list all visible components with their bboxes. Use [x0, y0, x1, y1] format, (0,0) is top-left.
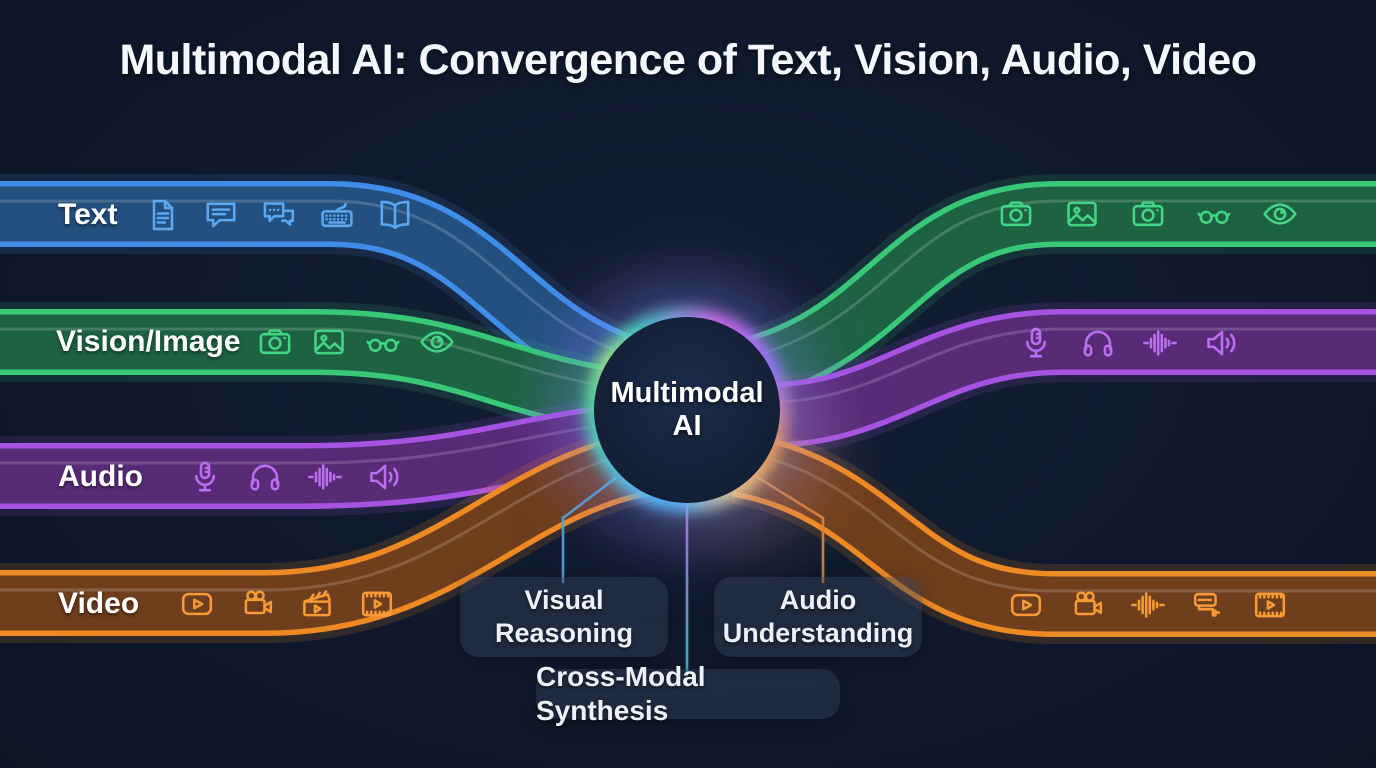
visual-reasoning-connector: [561, 475, 618, 583]
microphone-icon: [1018, 325, 1054, 361]
camera-icon: [1130, 196, 1166, 232]
headphones-icon: [247, 459, 283, 495]
play-button-icon: [1008, 587, 1044, 623]
multimodal-ai-label: Multimodal AI: [610, 376, 764, 442]
video-band-label: Video: [58, 586, 140, 620]
vision-output-band: [998, 180, 1298, 248]
video-output-band: [1008, 572, 1288, 638]
audio-understanding-label: Audio Understanding: [714, 577, 922, 657]
microphone-icon: [187, 459, 223, 495]
vision-input-band: Vision/Image: [0, 310, 455, 374]
glasses-icon: [1196, 196, 1232, 232]
video-input-band: Video: [0, 572, 395, 635]
video-camera-icon: [1069, 587, 1105, 623]
audio-band-label: Audio: [58, 459, 143, 493]
eye-icon: [1262, 196, 1298, 232]
multimodal-ai-node: [594, 317, 780, 503]
camera-icon: [257, 324, 293, 360]
document-icon: [145, 197, 181, 233]
image-icon: [311, 324, 347, 360]
subtitle-icon: [1191, 587, 1227, 623]
glasses-icon: [365, 324, 401, 360]
audio-output-band: [1018, 310, 1240, 375]
waveform-icon: [1130, 587, 1166, 623]
audio-input-band: Audio: [0, 445, 403, 508]
play-button-icon: [179, 586, 215, 622]
film-strip-icon: [1252, 587, 1288, 623]
open-book-icon: [377, 197, 413, 233]
speaker-icon: [1204, 325, 1240, 361]
video-output-ribbon: [729, 424, 1376, 644]
audio-understanding-connector: [756, 475, 825, 583]
keyboard-icon: [319, 197, 355, 233]
cross-modal-synthesis-label: Cross-Modal Synthesis: [536, 661, 840, 726]
chat-bubbles-icon: [261, 197, 297, 233]
image-icon: [1064, 196, 1100, 232]
visual-reasoning-label: Visual Reasoning: [460, 577, 668, 657]
vision-band-label: Vision/Image: [56, 325, 241, 358]
waveform-icon: [1142, 325, 1178, 361]
text-input-band: Text: [0, 182, 413, 247]
video-input-ribbon: [0, 422, 658, 643]
text-input-ribbon: [0, 174, 659, 413]
text-band-label: Text: [58, 197, 118, 231]
headphones-icon: [1080, 325, 1116, 361]
speaker-icon: [367, 459, 403, 495]
video-camera-icon: [239, 586, 275, 622]
chat-bubble-icon: [203, 197, 239, 233]
eye-icon: [419, 324, 455, 360]
page-title: Multimodal AI: Convergence of Text, Visi…: [119, 36, 1257, 84]
waveform-icon: [307, 459, 343, 495]
camera-icon: [998, 196, 1034, 232]
film-strip-icon: [359, 586, 395, 622]
vision-output-ribbon: [731, 174, 1376, 411]
clapperboard-icon: [299, 586, 335, 622]
